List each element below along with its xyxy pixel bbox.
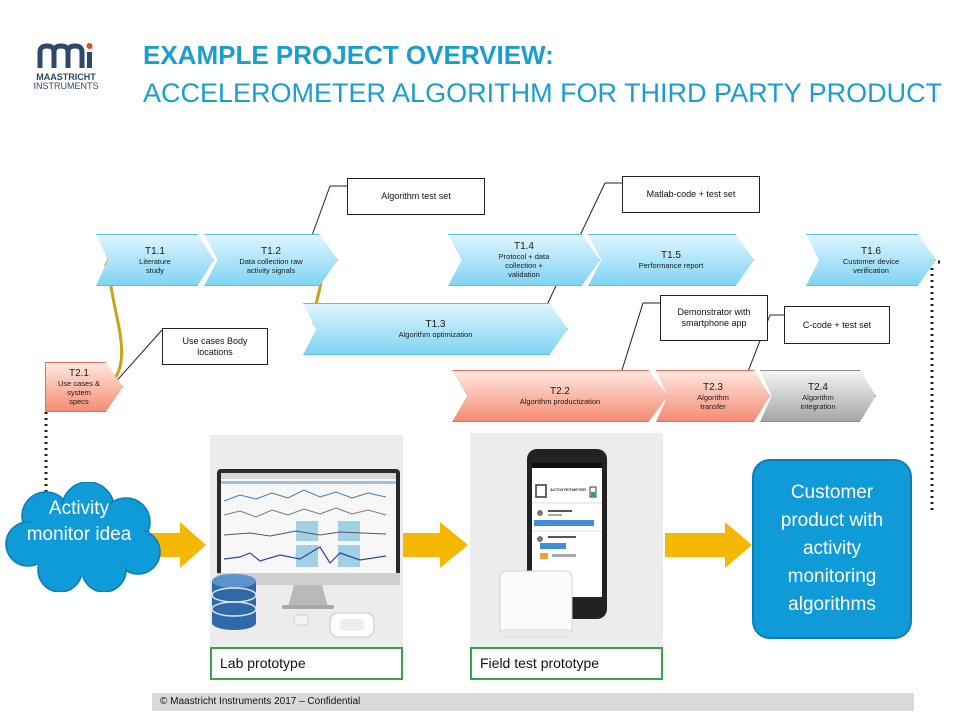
lab-prototype-label: Lab prototype: [210, 647, 403, 680]
task-t1-4-code: T1.4: [513, 241, 534, 252]
task-t1-5-code: T1.5: [660, 250, 681, 261]
task-t1-4-desc: Protocol + data collection + validation: [498, 252, 550, 279]
database-icon: [211, 574, 257, 630]
task-t2-2-desc: Algorithm productization: [519, 397, 601, 406]
note-algorithm-test-set: Algorithm test set: [347, 178, 485, 215]
task-t2-4-code: T2.4: [807, 381, 828, 393]
desktop-computer-icon: [211, 469, 400, 638]
task-t2-1-desc: Use cases & system specs: [57, 379, 101, 406]
task-t2-2: T2.2 Algorithm productization: [452, 370, 668, 422]
task-t1-3-code: T1.3: [425, 319, 446, 330]
task-t1-6: T1.6 Customer device verification: [806, 234, 936, 286]
task-t2-4: T2.4 Algorithm integration: [760, 370, 876, 422]
task-t1-1: T1.1 Literature study: [96, 234, 214, 286]
task-t1-6-code: T1.6: [860, 245, 881, 257]
task-t2-1-code: T2.1: [68, 368, 89, 379]
idea-cloud-text: Activity monitor idea: [26, 498, 132, 545]
task-t2-1: T2.1 Use cases & system specs: [45, 362, 123, 412]
note-use-cases: Use cases Body locations: [162, 328, 268, 365]
task-t2-3-desc: Algorithm transfer: [697, 392, 729, 411]
task-t2-4-desc: Algorithm integration: [800, 392, 836, 411]
sensor-device-icon: [293, 612, 375, 638]
idea-cloud-icon: [5, 482, 161, 592]
phone-app-title: ACTIVITEITMETER: [550, 487, 586, 492]
field-prototype-photo: ACTIVITEITMETER: [470, 433, 663, 647]
task-t1-4: T1.4 Protocol + data collection + valida…: [448, 234, 600, 286]
company-logo: MAASTRICHT INSTRUMENTS: [30, 42, 102, 92]
smartphone-icon: [499, 449, 607, 638]
flow-arrow-1: [150, 522, 206, 568]
task-t1-5: T1.5 Performance report: [588, 234, 754, 286]
customer-product-text: Customer product with activity monitorin…: [780, 482, 884, 615]
task-t2-3-code: T2.3: [702, 381, 723, 393]
footer-copyright: © Maastricht Instruments 2017 – Confiden…: [152, 693, 914, 711]
task-t1-2-code: T1.2: [260, 245, 281, 257]
task-t1-1-code: T1.1: [144, 245, 165, 257]
flow-arrow-2: [403, 522, 468, 568]
logo-line-1: MAASTRICHT: [36, 72, 96, 82]
logo-line-2: INSTRUMENTS: [33, 81, 99, 91]
lab-prototype-photo: [210, 435, 403, 647]
note-demonstrator: Demonstrator with smartphone app: [660, 295, 768, 341]
page-subtitle: ACCELEROMETER ALGORITHM FOR THIRD PARTY …: [143, 78, 943, 108]
task-t1-2-desc: Data collection raw activity signals: [239, 256, 303, 275]
callout-use-cases: [111, 329, 163, 387]
task-t1-3: T1.3 Algorithm optimization: [303, 303, 568, 355]
task-t1-2: T1.2 Data collection raw activity signal…: [204, 234, 338, 286]
field-prototype-label: Field test prototype: [470, 647, 663, 680]
customer-product-box: Customer product with activity monitorin…: [752, 459, 912, 639]
task-t1-6-desc: Customer device verification: [842, 256, 900, 275]
task-t1-3-desc: Algorithm optimization: [398, 330, 473, 339]
task-t2-2-code: T2.2: [549, 386, 570, 397]
task-t2-3: T2.3 Algorithm transfer: [656, 370, 770, 422]
flow-arrow-3: [665, 522, 752, 568]
task-t1-5-desc: Performance report: [638, 261, 704, 270]
task-t1-1-desc: Literature study: [139, 256, 171, 275]
note-c-code: C-code + test set: [784, 306, 890, 344]
page-title: EXAMPLE PROJECT OVERVIEW:: [143, 40, 554, 70]
logo-mark-icon: [37, 43, 93, 68]
note-matlab-code: Matlab-code + test set: [622, 176, 760, 213]
